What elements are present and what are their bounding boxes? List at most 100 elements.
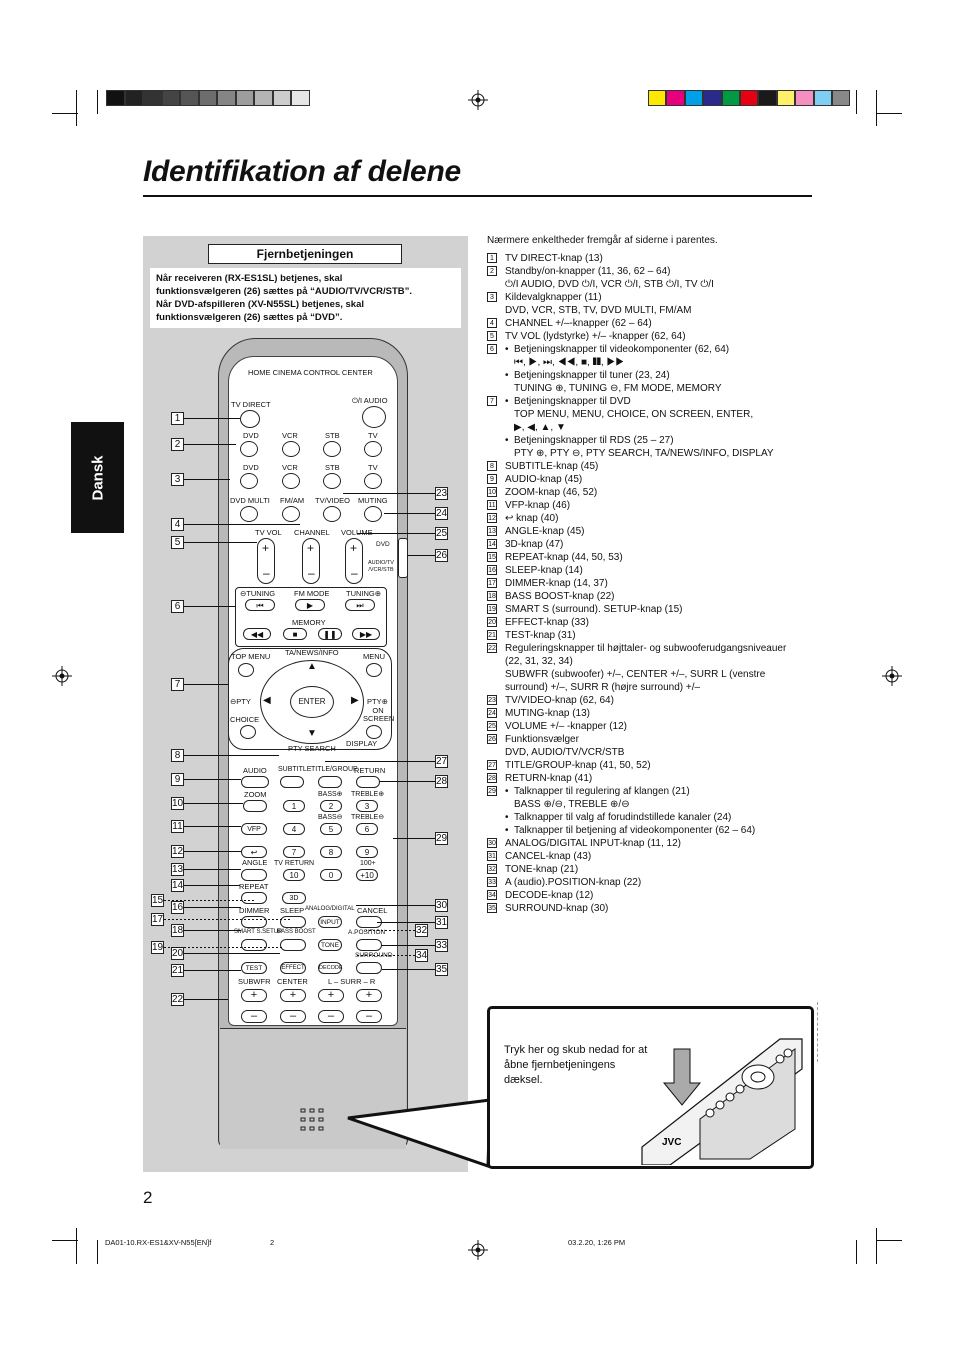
callout-number: 26 [435, 549, 448, 562]
keypad-button[interactable]: +10 [356, 869, 378, 881]
label-vcr-source: VCR [282, 463, 298, 472]
level-plus-button[interactable]: + [318, 989, 344, 1002]
level-minus-button[interactable]: – [318, 1010, 344, 1023]
keypad-button[interactable]: 6 [356, 823, 378, 835]
audio-button[interactable] [241, 776, 269, 788]
choice-button[interactable] [240, 725, 256, 739]
right-arrow-icon: ▶ [351, 695, 359, 706]
keypad-button[interactable]: 2 [320, 800, 342, 812]
item-line: SUBWFR (subwoofer) +/–, CENTER +/–, SURR… [505, 669, 766, 680]
a-position-button[interactable] [356, 939, 382, 951]
level-minus-button[interactable]: – [241, 1010, 267, 1023]
item-number: 14 [487, 539, 497, 549]
repeat-button[interactable] [241, 892, 267, 904]
top-menu-button[interactable] [238, 663, 254, 677]
page-title: Identifikation af delene [143, 155, 461, 188]
dvd-power-button[interactable] [240, 441, 258, 457]
keypad-button[interactable]: 4 [283, 823, 305, 835]
dvd-source-button[interactable] [240, 473, 258, 489]
level-plus-button[interactable]: + [280, 989, 306, 1002]
item-number: 23 [487, 695, 497, 705]
play-button[interactable]: ▶ [295, 599, 325, 611]
back-button[interactable]: ↩ [241, 846, 267, 858]
level-minus-button[interactable]: – [280, 1010, 306, 1023]
dvd-multi-button[interactable] [240, 506, 258, 522]
item-number: 3 [487, 292, 497, 302]
keypad-button[interactable]: 9 [356, 846, 378, 858]
test-button[interactable]: TEST [241, 962, 267, 974]
rewind-button[interactable]: ◀◀ [243, 628, 271, 640]
tone-button[interactable]: TONE [318, 939, 342, 951]
callout-text: Tryk her og skub nedad for at åbne fjern… [504, 1044, 648, 1086]
item-number: 1 [487, 253, 497, 263]
vcr-source-button[interactable] [282, 473, 300, 489]
on-screen-button[interactable] [366, 725, 382, 739]
tv-direct-button[interactable] [240, 410, 260, 428]
callout-number: 29 [435, 832, 448, 845]
keypad-button[interactable]: 8 [320, 846, 342, 858]
stop-button[interactable]: ■ [283, 628, 307, 640]
language-tab: Dansk [71, 422, 124, 533]
label-bass-boost: BASS BOOST [277, 929, 316, 935]
channel-rocker[interactable] [302, 538, 320, 584]
tv-source-button[interactable] [364, 473, 382, 489]
volume-rocker[interactable] [345, 538, 363, 584]
surround-button[interactable] [356, 962, 382, 974]
pause-button[interactable]: ❚❚ [318, 628, 342, 640]
dimmer-button[interactable] [241, 916, 267, 928]
item-line: BASS ⊕/⊖, TREBLE ⊕/⊖ [514, 799, 630, 810]
callout-number: 21 [171, 964, 184, 977]
stb-source-button[interactable] [323, 473, 341, 489]
tv-video-button[interactable] [323, 506, 341, 522]
callout-number: 14 [171, 879, 184, 892]
level-minus-button[interactable]: – [356, 1010, 382, 1023]
item-line: surround) +/–, SURR R (højre surround) +… [505, 682, 701, 693]
grey-swatch [235, 90, 254, 106]
tv-vol-rocker[interactable] [257, 538, 275, 584]
three-d-button[interactable]: 3D [282, 892, 306, 904]
callout-number: 9 [171, 773, 184, 786]
decode-button[interactable]: DECODE [318, 962, 343, 974]
angle-button[interactable] [241, 869, 267, 881]
smart-setup-button[interactable] [241, 939, 267, 951]
keypad-button[interactable]: 7 [283, 846, 305, 858]
input-button[interactable]: INPUT [318, 916, 342, 928]
cancel-button[interactable] [356, 916, 382, 928]
muting-button[interactable] [364, 506, 382, 522]
forward-button[interactable]: ▶▶ [352, 628, 380, 640]
bass-boost-button[interactable] [280, 939, 306, 951]
keypad-button[interactable]: 5 [320, 823, 342, 835]
callout-number: 34 [415, 949, 428, 962]
item-line: SLEEP-knap (14) [505, 565, 583, 576]
zoom-button[interactable] [243, 800, 267, 812]
title-group-button[interactable] [318, 776, 342, 788]
vcr-power-button[interactable] [282, 441, 300, 457]
effect-button[interactable]: EFFECT [280, 962, 306, 974]
stb-power-button[interactable] [323, 441, 341, 457]
function-selector-switch[interactable] [398, 538, 408, 578]
keypad-button[interactable]: 3 [356, 800, 378, 812]
label-zoom: ZOOM [244, 790, 267, 799]
callout-number: 35 [435, 963, 448, 976]
label-tuning-minus: ⊖TUNING [240, 589, 276, 598]
keypad-button[interactable]: 1 [283, 800, 305, 812]
callout-number: 30 [435, 899, 448, 912]
item-line: VFP-knap (46) [505, 500, 571, 511]
keypad-button[interactable]: 10 [283, 869, 305, 881]
vfp-button[interactable]: VFP [241, 823, 267, 835]
enter-button[interactable]: ENTER [290, 686, 334, 718]
level-plus-button[interactable]: + [356, 989, 382, 1002]
keypad-button[interactable]: 0 [320, 869, 342, 881]
subtitle-button[interactable] [280, 776, 304, 788]
return-button[interactable] [356, 776, 380, 788]
tv-power-button[interactable] [364, 441, 382, 457]
menu-button[interactable] [366, 663, 382, 677]
sleep-button[interactable] [280, 916, 306, 928]
fm-am-button[interactable] [282, 506, 300, 522]
next-button[interactable]: ⏭ [345, 599, 375, 611]
audio-power-button[interactable] [362, 406, 386, 428]
item-number: 15 [487, 552, 497, 562]
level-plus-button[interactable]: + [241, 989, 267, 1002]
prev-button[interactable]: ⏮ [245, 599, 275, 611]
